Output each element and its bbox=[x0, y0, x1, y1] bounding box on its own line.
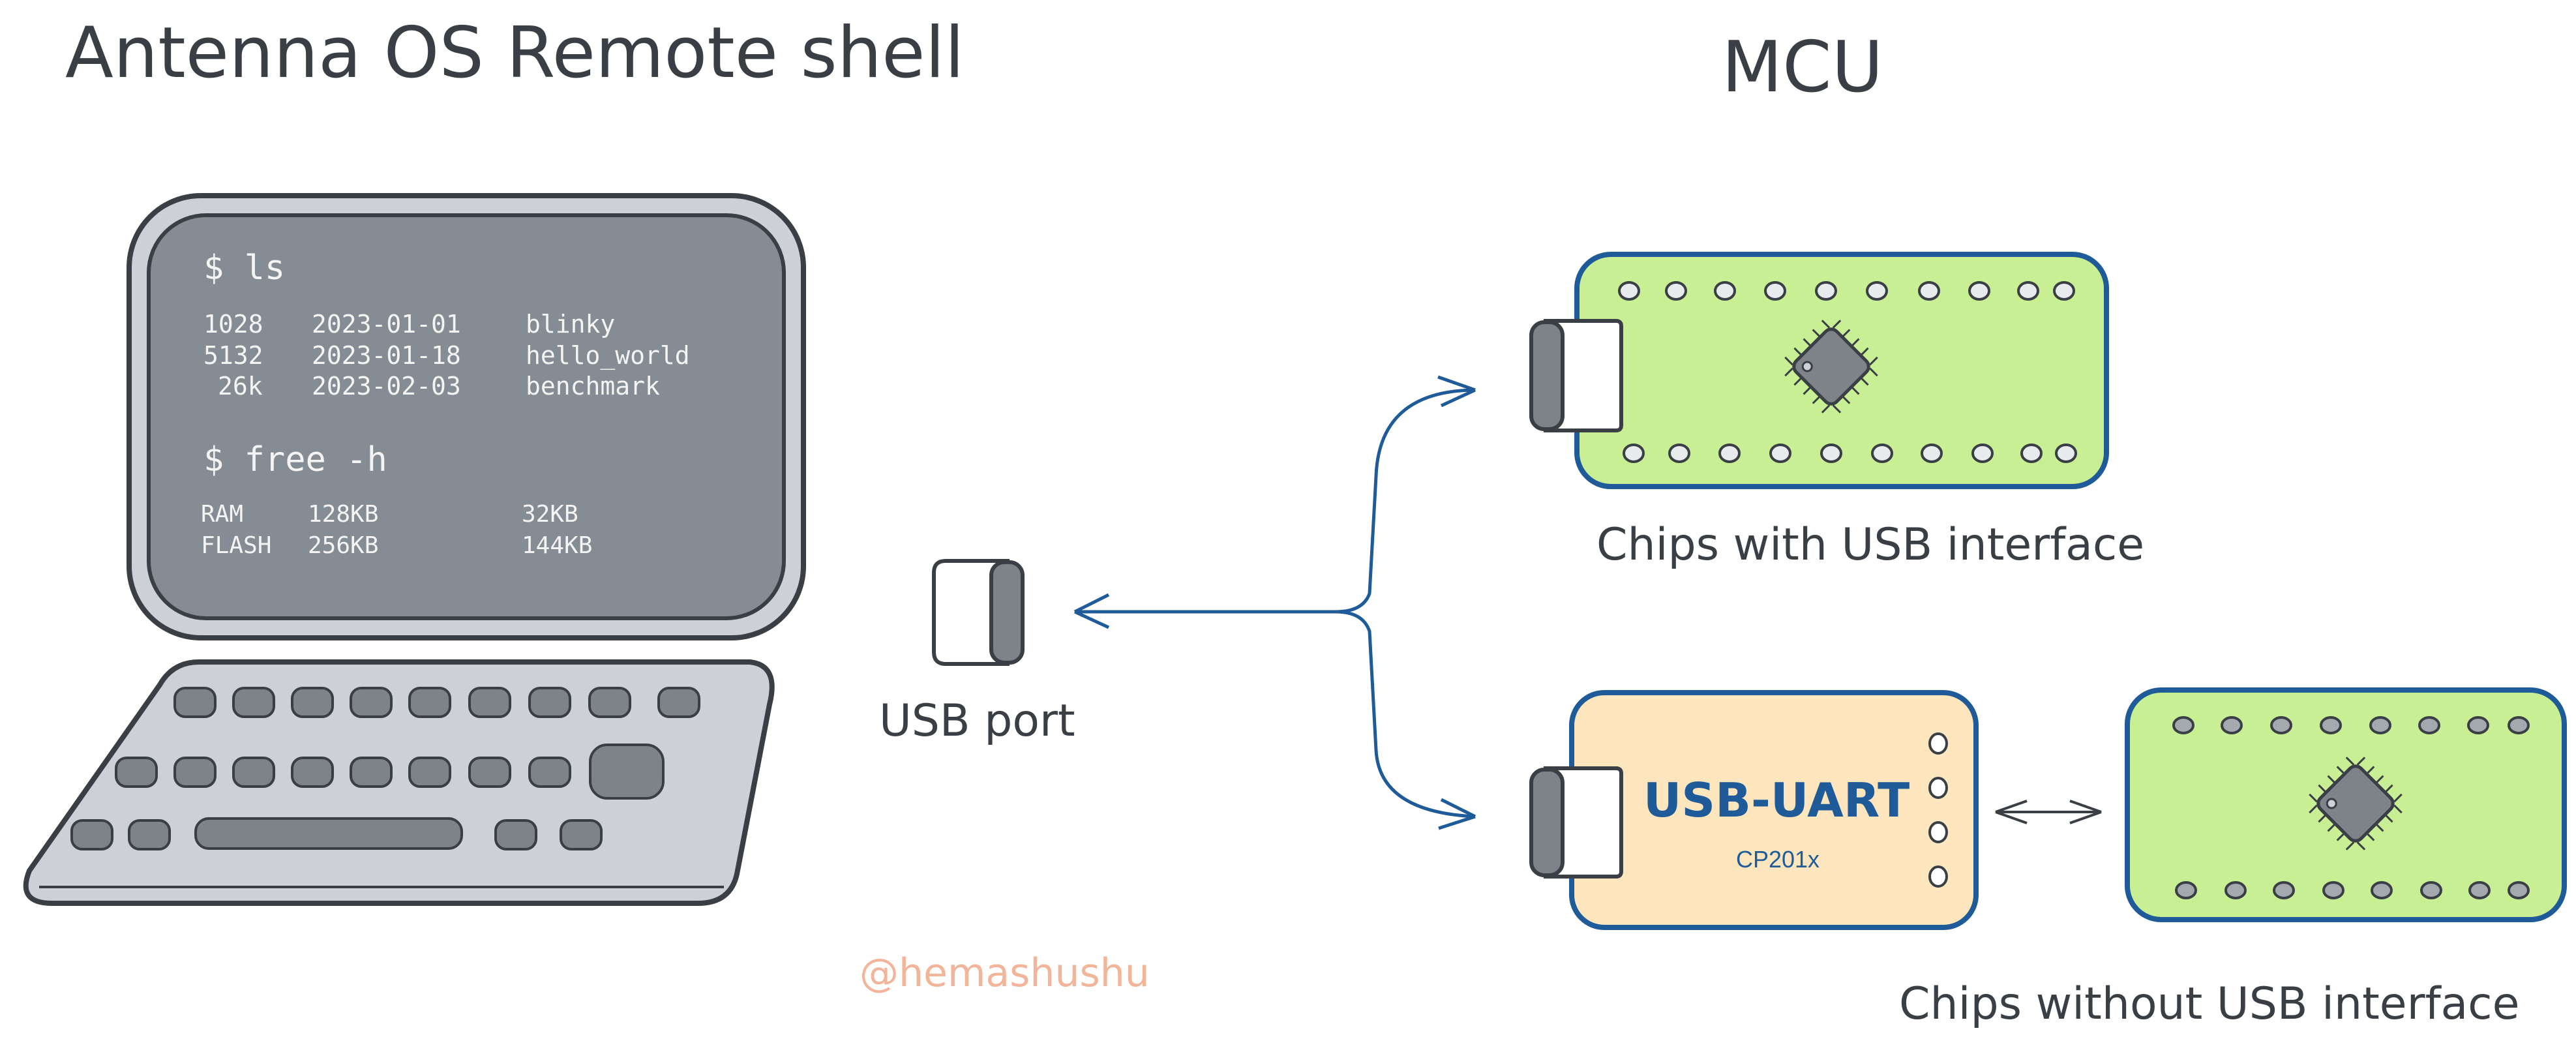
usb-connector-icon bbox=[932, 559, 1010, 666]
connection-arrows bbox=[1073, 375, 1476, 830]
chips-no-usb-label: Chips without USB interface bbox=[1899, 978, 2519, 1030]
watermark: @hemashushu bbox=[860, 950, 1150, 996]
keyboard-row-1 bbox=[173, 687, 700, 718]
ls-row-2-size: 5132 bbox=[203, 341, 263, 370]
usb-connector-end bbox=[1529, 768, 1565, 877]
arrowhead-uart bbox=[1438, 798, 1476, 830]
arrow-to-usb-chip bbox=[1075, 388, 1475, 614]
ls-row-1-size: 1028 bbox=[203, 310, 263, 338]
ls-row-2-date: 2023-01-18 bbox=[312, 341, 461, 370]
chips-usb-label: Chips with USB interface bbox=[1596, 519, 2144, 571]
chip-icon bbox=[2309, 757, 2403, 850]
uart-chip-double-arrow bbox=[1995, 800, 2102, 824]
terminal-cmd-free: $ free -h bbox=[203, 440, 387, 479]
ls-row-3-date: 2023-02-03 bbox=[312, 372, 461, 400]
arrowhead-usb-chip bbox=[1437, 375, 1476, 408]
uart-pins bbox=[1928, 732, 1948, 888]
board-with-usb bbox=[1529, 252, 2109, 489]
usb-port-connector bbox=[932, 559, 1025, 666]
uart-chip-name: CP201x bbox=[1736, 846, 1820, 873]
laptop-icon: $ ls 1028 2023-01-01 blinky 5132 2023-01… bbox=[23, 193, 806, 906]
free-row-2-total: 256KB bbox=[308, 532, 378, 559]
board-bottom-pins bbox=[2172, 716, 2530, 899]
title-remote-shell: Antenna OS Remote shell bbox=[65, 12, 965, 94]
ls-row-3-size: 26k bbox=[218, 372, 263, 400]
board-without-usb bbox=[2125, 687, 2567, 922]
ls-row-3-name: benchmark bbox=[526, 372, 660, 400]
uart-title: USB-UART bbox=[1643, 773, 1910, 828]
terminal-screen bbox=[147, 213, 786, 620]
free-row-2-used: 144KB bbox=[522, 532, 592, 559]
terminal-cmd-ls: $ ls bbox=[203, 248, 285, 288]
free-row-1-label: RAM bbox=[201, 501, 243, 528]
arrowhead-usb-port bbox=[1073, 593, 1110, 629]
chip-icon bbox=[1784, 320, 1878, 413]
free-row-1-total: 128KB bbox=[308, 501, 378, 528]
keyboard-row-2 bbox=[115, 744, 665, 800]
keyboard-row-3 bbox=[70, 817, 603, 850]
free-row-1-used: 32KB bbox=[522, 501, 578, 528]
usb-uart-adapter: USB-UART CP201x bbox=[1529, 690, 1979, 930]
arrow-to-uart bbox=[1335, 610, 1476, 819]
ls-row-2-name: hello_world bbox=[526, 341, 690, 370]
title-mcu: MCU bbox=[1722, 27, 1883, 108]
ls-row-1-date: 2023-01-01 bbox=[312, 310, 461, 338]
usb-connector-end bbox=[989, 560, 1025, 665]
spacebar-key bbox=[194, 817, 463, 850]
usb-port-label: USB port bbox=[879, 695, 1075, 747]
free-row-2-label: FLASH bbox=[201, 532, 271, 559]
board-top-pins bbox=[1618, 281, 2077, 463]
usb-connector-end bbox=[1529, 320, 1565, 431]
ls-row-1-name: blinky bbox=[526, 310, 615, 338]
